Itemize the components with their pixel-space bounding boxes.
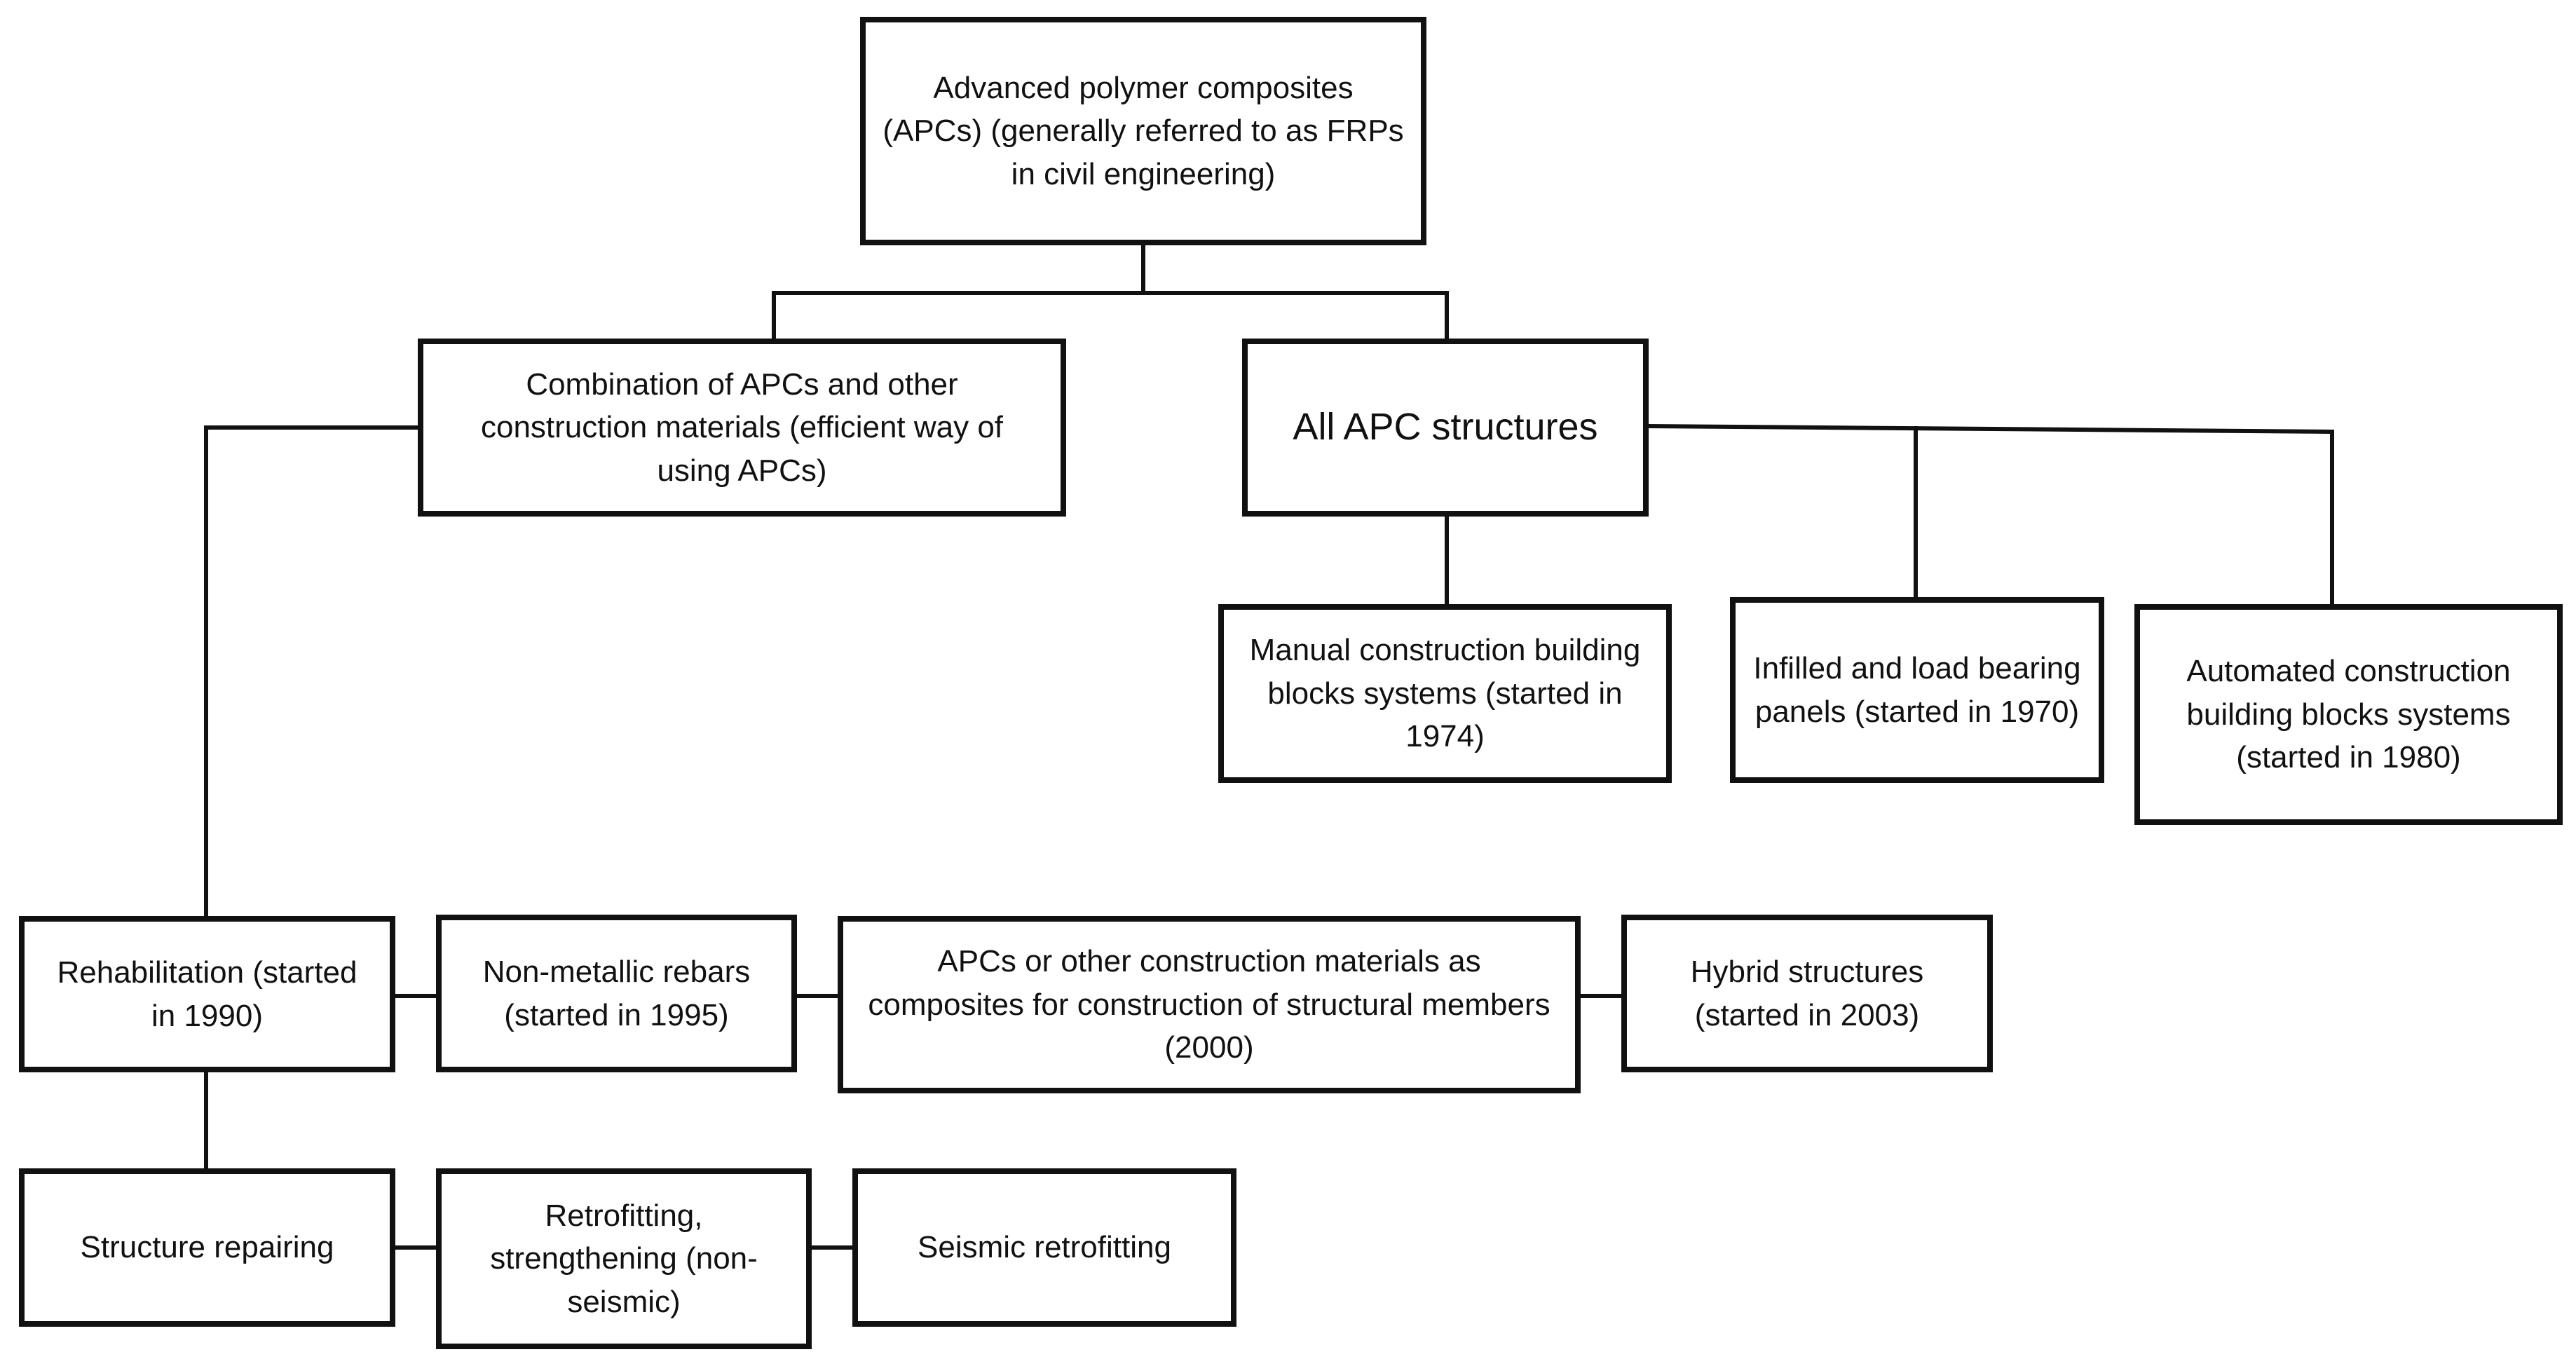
- node-infilled-panels: Infilled and load bearing panels (starte…: [1730, 597, 2104, 783]
- node-combination: Combination of APCs and other constructi…: [418, 339, 1066, 517]
- node-apcs-composites-members: APCs or other construction materials as …: [838, 916, 1581, 1093]
- node-structure-repairing: Structure repairing: [19, 1168, 395, 1327]
- connector-all-apc-right: [1646, 423, 2335, 435]
- node-automated-construction: Automated construction building blocks s…: [2134, 604, 2563, 825]
- node-seismic-retrofitting: Seismic retrofitting: [852, 1168, 1236, 1327]
- node-all-apc-structures: All APC structures: [1242, 339, 1649, 517]
- node-retrofitting-strengthening: Retrofitting, strengthening (non-seismic…: [436, 1168, 812, 1349]
- node-rehabilitation: Rehabilitation (started in 1990): [19, 916, 395, 1072]
- node-hybrid-structures: Hybrid structures (started in 2003): [1621, 915, 1993, 1072]
- node-non-metallic-rebars: Non-metallic rebars (started in 1995): [436, 915, 797, 1072]
- node-root: Advanced polymer composites (APCs) (gene…: [860, 17, 1426, 245]
- node-manual-construction: Manual construction building blocks syst…: [1218, 604, 1672, 783]
